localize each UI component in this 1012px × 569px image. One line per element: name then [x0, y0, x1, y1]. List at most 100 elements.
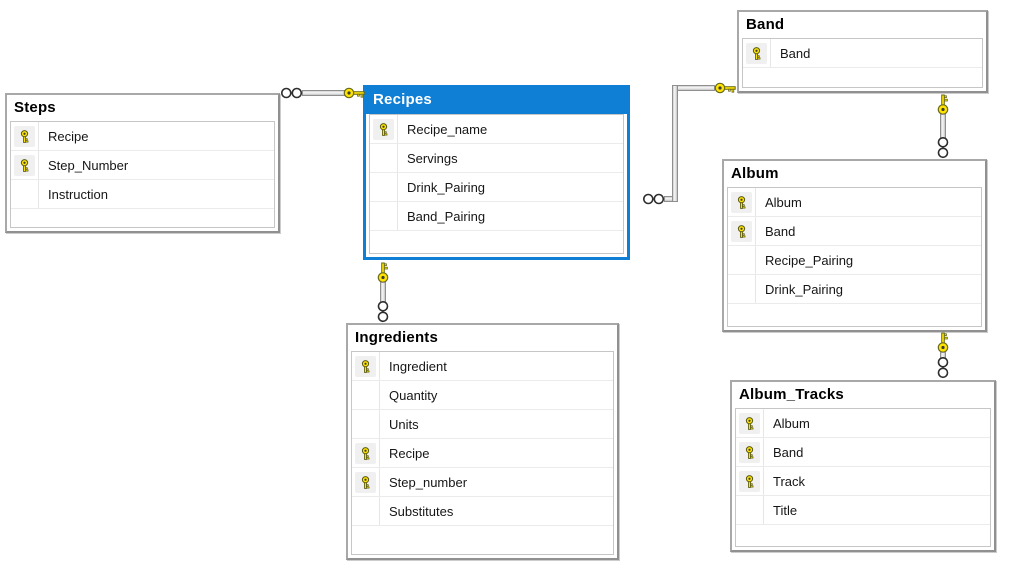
- table-row[interactable]: Title: [736, 496, 990, 526]
- column-name: Band: [773, 444, 804, 460]
- table-steps-title[interactable]: Steps: [14, 99, 56, 116]
- column-name: Quantity: [389, 387, 438, 403]
- primary-key-icon: [749, 46, 764, 61]
- column-name: Units: [389, 416, 419, 432]
- table-album[interactable]: Album Album Band Recipe_Pairing Drink_: [722, 159, 987, 332]
- column-name: Album: [773, 415, 810, 431]
- column-name: Servings: [407, 150, 458, 166]
- table-album-title[interactable]: Album: [731, 165, 779, 182]
- column-name: Step_Number: [48, 157, 129, 173]
- empty-row: [728, 304, 981, 326]
- table-row[interactable]: Recipe_name: [370, 115, 623, 145]
- primary-key-icon: [17, 129, 32, 144]
- column-name: Title: [773, 502, 798, 518]
- many-end-infinity-icon: [937, 136, 949, 160]
- key-box: [731, 191, 752, 213]
- key-box: [739, 412, 760, 434]
- table-row[interactable]: Ingredient: [352, 352, 613, 382]
- table-recipes[interactable]: Recipes Recipe_name Servings Drink_Pairi…: [363, 85, 630, 260]
- table-steps-columns: Recipe Step_Number Instruction: [10, 121, 275, 228]
- table-band-columns: Band: [742, 38, 983, 88]
- column-name: Recipe: [48, 128, 89, 144]
- primary-key-icon: [734, 224, 749, 239]
- table-album-tracks[interactable]: Album_Tracks Album Band Track Title: [730, 380, 996, 552]
- primary-key-icon: [742, 474, 757, 489]
- key-box: [739, 470, 760, 492]
- one-end-key-icon: [343, 86, 365, 100]
- key-box: [355, 442, 376, 464]
- table-ingredients-title[interactable]: Ingredients: [355, 329, 439, 346]
- one-end-key-icon: [714, 81, 736, 95]
- primary-key-icon: [742, 445, 757, 460]
- table-recipes-columns: Recipe_name Servings Drink_Pairing Band_…: [369, 114, 624, 254]
- key-cell: [352, 410, 380, 439]
- table-ingredients[interactable]: Ingredients Ingredient Quantity Units: [346, 323, 619, 560]
- column-name: Ingredient: [389, 358, 447, 374]
- key-cell: [728, 275, 756, 304]
- key-box: [355, 471, 376, 493]
- many-end-infinity-icon: [937, 356, 949, 380]
- key-box: [14, 125, 35, 147]
- table-album-columns: Album Band Recipe_Pairing Drink_Pairing: [727, 187, 982, 327]
- table-album-tracks-columns: Album Band Track Title: [735, 408, 991, 547]
- primary-key-icon: [734, 195, 749, 210]
- empty-row: [370, 231, 623, 253]
- primary-key-icon: [17, 158, 32, 173]
- key-box: [355, 355, 376, 377]
- key-box: [746, 42, 767, 64]
- table-row[interactable]: Step_number: [352, 468, 613, 498]
- primary-key-icon: [358, 475, 373, 490]
- many-end-infinity-icon: [642, 193, 666, 205]
- table-row[interactable]: Track: [736, 467, 990, 497]
- table-row[interactable]: Units: [352, 410, 613, 440]
- table-band[interactable]: Band Band: [737, 10, 988, 93]
- table-band-title[interactable]: Band: [746, 16, 785, 33]
- empty-row: [11, 209, 274, 227]
- column-name: Recipe_name: [407, 121, 488, 137]
- empty-row: [743, 68, 982, 87]
- key-cell: [352, 352, 380, 381]
- table-row[interactable]: Recipe: [352, 439, 613, 469]
- table-row[interactable]: Band: [728, 217, 981, 247]
- one-end-key-icon: [376, 262, 390, 284]
- column-name: Drink_Pairing: [407, 179, 486, 195]
- key-cell: [736, 409, 764, 438]
- table-row[interactable]: Quantity: [352, 381, 613, 411]
- key-cell: [736, 467, 764, 496]
- relationship-line-segment: [672, 85, 678, 202]
- table-row[interactable]: Album: [736, 409, 990, 439]
- primary-key-icon: [376, 122, 391, 137]
- table-album-tracks-title[interactable]: Album_Tracks: [739, 386, 844, 403]
- key-cell: [728, 246, 756, 275]
- table-row[interactable]: Recipe_Pairing: [728, 246, 981, 276]
- empty-row: [736, 525, 990, 546]
- table-row[interactable]: Step_Number: [11, 151, 274, 181]
- primary-key-icon: [742, 416, 757, 431]
- key-box: [373, 118, 394, 140]
- table-recipes-title[interactable]: Recipes: [366, 88, 627, 115]
- column-name: Substitutes: [389, 503, 454, 519]
- relationship-line-segment: [302, 90, 346, 96]
- key-cell: [736, 438, 764, 467]
- table-row[interactable]: Drink_Pairing: [728, 275, 981, 305]
- table-row[interactable]: Servings: [370, 144, 623, 174]
- table-row[interactable]: Band: [736, 438, 990, 468]
- table-row[interactable]: Drink_Pairing: [370, 173, 623, 203]
- many-end-infinity-icon: [377, 300, 389, 324]
- table-row[interactable]: Recipe: [11, 122, 274, 152]
- table-row[interactable]: Album: [728, 188, 981, 218]
- column-name: Album: [765, 194, 802, 210]
- table-row[interactable]: Instruction: [11, 180, 274, 210]
- table-ingredients-columns: Ingredient Quantity Units Recipe Step_nu: [351, 351, 614, 555]
- table-row[interactable]: Substitutes: [352, 497, 613, 527]
- key-cell: [11, 151, 39, 180]
- table-row[interactable]: Band: [743, 39, 982, 69]
- table-steps[interactable]: Steps Recipe Step_Number Instruction: [5, 93, 280, 233]
- key-cell: [370, 115, 398, 144]
- many-end-infinity-icon: [280, 87, 304, 99]
- one-end-key-icon: [936, 94, 950, 116]
- column-name: Step_number: [389, 474, 468, 490]
- key-cell: [728, 188, 756, 217]
- table-row[interactable]: Band_Pairing: [370, 202, 623, 232]
